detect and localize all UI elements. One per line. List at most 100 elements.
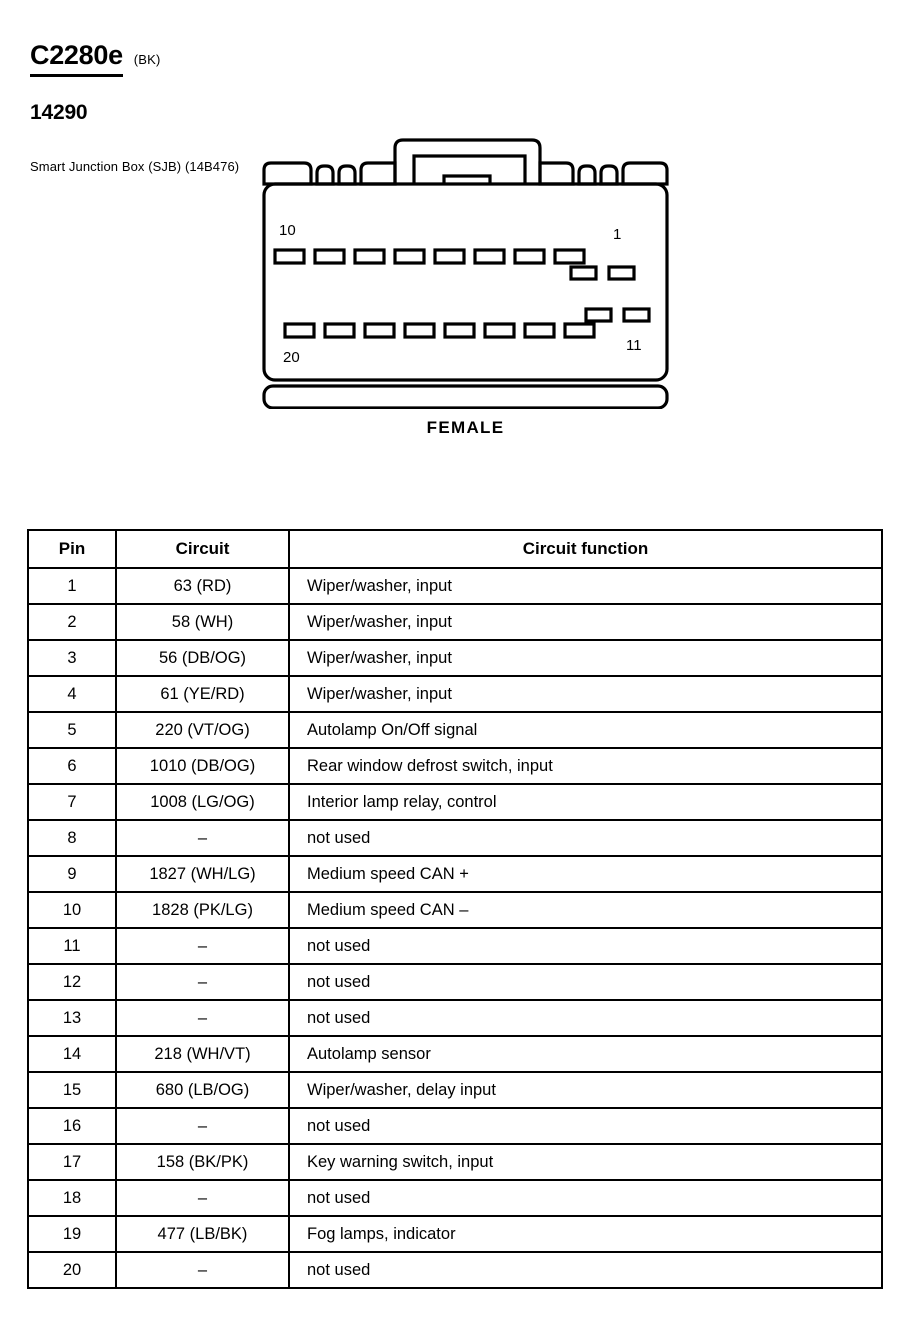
cell-pin: 19 [27,1215,117,1253]
column-header-pin: Pin [27,529,117,569]
table-row: 20–not used [27,1251,883,1289]
table-header-row: Pin Circuit Circuit function [27,529,883,569]
cell-pin: 14 [27,1035,117,1073]
cell-pin: 9 [27,855,117,893]
pin-cavity-12 [584,307,613,323]
cell-pin: 11 [27,927,117,965]
latch-outer-shell [393,138,542,184]
cell-pin: 7 [27,783,117,821]
cell-circuit: 1008 (LG/OG) [115,783,290,821]
keying-slot-left-1 [262,161,313,186]
cell-circuit-function: Wiper/washer, input [288,675,883,713]
pin-cavity-15 [483,322,516,339]
cell-circuit-function: Wiper/washer, input [288,603,883,641]
pin-cavity-1 [607,265,636,281]
pin-cavity-14 [523,322,556,339]
cell-circuit-function: Wiper/washer, input [288,639,883,677]
component-name: Smart Junction Box (SJB) (14B476) [30,159,240,174]
pin-cavity-8 [353,248,386,265]
cell-pin: 16 [27,1107,117,1145]
connector-gender-label: FEMALE [426,418,505,437]
connector-body [262,182,669,382]
cell-circuit-function: not used [288,927,883,965]
cell-circuit: – [115,1107,290,1145]
cell-circuit-function: Autolamp On/Off signal [288,711,883,749]
cell-circuit-function: Medium speed CAN – [288,891,883,929]
pin-cavity-9 [313,248,346,265]
cell-circuit: 1827 (WH/LG) [115,855,290,893]
cell-pin: 18 [27,1179,117,1217]
cell-circuit-function: not used [288,1179,883,1217]
cell-circuit-function: not used [288,1251,883,1289]
keying-slot-left-2 [315,164,335,186]
cell-circuit: – [115,963,290,1001]
cell-circuit: 63 (RD) [115,567,290,605]
pin-cavity-19 [323,322,356,339]
pin-marker-top-left: 10 [279,222,296,239]
cell-pin: 5 [27,711,117,749]
cell-circuit-function: not used [288,999,883,1037]
table-row: 12–not used [27,963,883,1001]
cell-pin: 2 [27,603,117,641]
table-row: 16–not used [27,1107,883,1145]
keying-slot-right-2 [577,164,597,186]
cell-circuit-function: Wiper/washer, delay input [288,1071,883,1109]
cell-circuit: – [115,1251,290,1289]
cell-circuit-function: Wiper/washer, input [288,567,883,605]
pin-cavity-11 [622,307,651,323]
cell-pin: 20 [27,1251,117,1289]
pin-cavity-20 [283,322,316,339]
connector-skirt [262,384,669,409]
cell-circuit-function: Interior lamp relay, control [288,783,883,821]
connector-title-row: C2280e (BK) [30,40,290,77]
connector-header: C2280e (BK) 14290 Smart Junction Box (SJ… [30,40,290,177]
cell-pin: 8 [27,819,117,857]
cell-pin: 1 [27,567,117,605]
pin-cavity-5 [473,248,506,265]
pin-cavity-16 [443,322,476,339]
latch-inner-rect [412,154,527,184]
pin-marker-top-right: 1 [613,226,621,243]
pin-cavity-10 [273,248,306,265]
pin-marker-bottom-left: 20 [283,349,300,366]
cell-circuit: – [115,1179,290,1217]
cell-circuit-function: Autolamp sensor [288,1035,883,1073]
table-row: 18–not used [27,1179,883,1217]
cell-circuit: 477 (LB/BK) [115,1215,290,1253]
keying-slot-left-3 [337,164,357,186]
column-header-function: Circuit function [288,529,883,569]
cell-pin: 6 [27,747,117,785]
cell-pin: 17 [27,1143,117,1181]
column-header-circuit: Circuit [115,529,290,569]
part-number: 14290 [30,101,88,124]
cell-circuit-function: Medium speed CAN + [288,855,883,893]
pin-cavity-4 [513,248,546,265]
pin-cavity-18 [363,322,396,339]
cell-circuit: 680 (LB/OG) [115,1071,290,1109]
cell-circuit: – [115,999,290,1037]
cell-circuit: 218 (WH/VT) [115,1035,290,1073]
cell-circuit-function: Rear window defrost switch, input [288,747,883,785]
cell-circuit: 158 (BK/PK) [115,1143,290,1181]
keying-slot-right-3 [599,164,619,186]
cell-pin: 15 [27,1071,117,1109]
table-row: 11–not used [27,927,883,965]
cell-circuit: 1828 (PK/LG) [115,891,290,929]
connector-svg: 10 1 20 11 [262,138,669,409]
cell-pin: 3 [27,639,117,677]
pin-cavity-7 [393,248,426,265]
connector-id: C2280e [30,40,123,77]
cell-pin: 10 [27,891,117,929]
cell-circuit: – [115,927,290,965]
cell-circuit-function: not used [288,1107,883,1145]
